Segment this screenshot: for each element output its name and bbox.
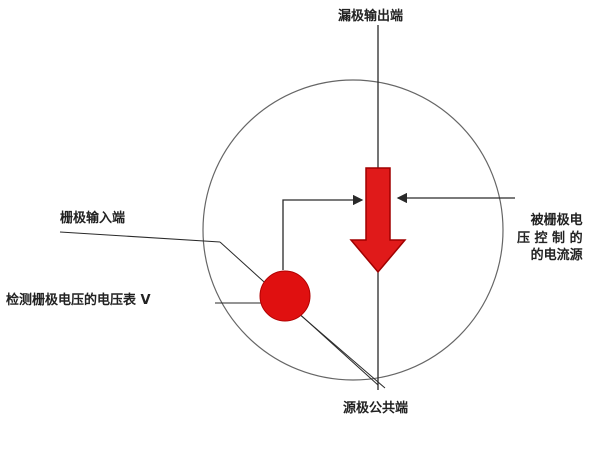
gate-control-arrow: [282, 194, 364, 270]
current-source-label-line-3: 的电流源: [530, 248, 583, 264]
current-source-label-line-2: 压 控 制 的: [517, 230, 583, 246]
current-source-label-line-1: 被栅极电: [530, 213, 583, 228]
gate-label-leader: [59, 231, 221, 243]
drain-output-label: 漏极输出端: [338, 9, 404, 24]
source-common-label: 源极公共端: [343, 401, 409, 416]
meter-return-line: [297, 312, 386, 389]
device-boundary-circle: [202, 79, 504, 381]
gate-voltmeter-label: 检测栅极电压的电压表 V: [6, 293, 151, 308]
voltmeter-circle: [259, 270, 311, 322]
controlled-current-source-label: 被栅极电 压 控 制 的 的电流源: [517, 212, 583, 265]
controlled-current-source-arrow: [349, 167, 407, 274]
gate-input-label: 栅极输入端: [60, 211, 126, 226]
